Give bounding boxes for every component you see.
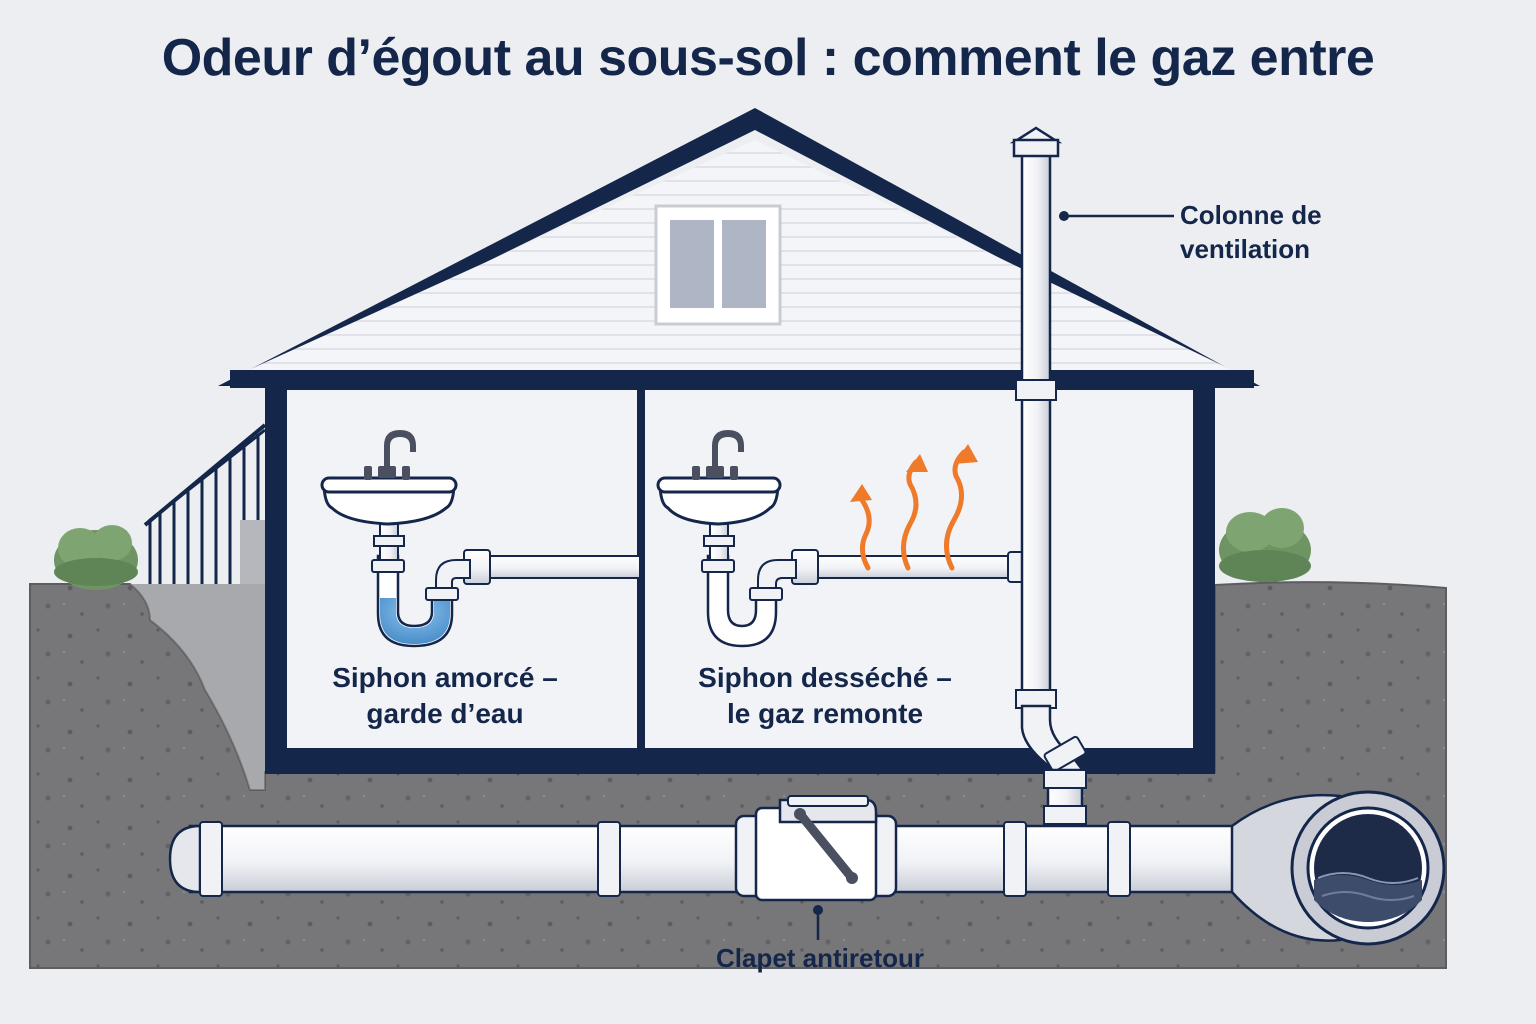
sink-icon — [320, 476, 458, 526]
stair-landing — [240, 520, 265, 584]
sewer-main-icon — [1230, 790, 1446, 946]
dry-trap-label: Siphon desséché – le gaz remonte — [660, 660, 990, 732]
primed-trap-label: Siphon amorcé – garde d’eau — [300, 660, 590, 732]
primed-trap-label-line1: Siphon amorcé – — [332, 662, 558, 693]
shrub-icon — [54, 525, 138, 590]
vent-stack-label-line2: ventilation — [1180, 234, 1311, 264]
sink-icon — [656, 476, 782, 526]
shrub-icon — [1219, 508, 1311, 582]
vent-stack — [1015, 148, 1087, 832]
window-icon — [654, 204, 782, 326]
page-title: Odeur d’égout au sous-sol : comment le g… — [161, 29, 1375, 87]
vent-cap-icon — [1009, 126, 1063, 158]
gas-arrow-icon — [859, 449, 967, 571]
vent-stack-label-line1: Colonne de — [1180, 200, 1322, 230]
water-seal — [380, 598, 450, 644]
eaves — [230, 370, 1254, 388]
primed-trap-label-line2: garde d’eau — [366, 698, 524, 729]
backwater-valve — [734, 795, 898, 902]
dry-trap-label-line1: Siphon desséché – — [698, 662, 952, 693]
gas-arrowheads — [850, 444, 978, 502]
valve-lever-icon — [794, 808, 858, 884]
dry-trap-label-line2: le gaz remonte — [726, 698, 924, 729]
soil-backfill — [130, 584, 265, 790]
vent-stack-label: Colonne de ventilation — [1180, 198, 1350, 266]
faucet-icon — [364, 430, 416, 480]
sewer-lateral — [168, 821, 1272, 897]
faucet-icon — [692, 430, 744, 480]
backwater-valve-label: Clapet antiretour — [715, 943, 925, 973]
